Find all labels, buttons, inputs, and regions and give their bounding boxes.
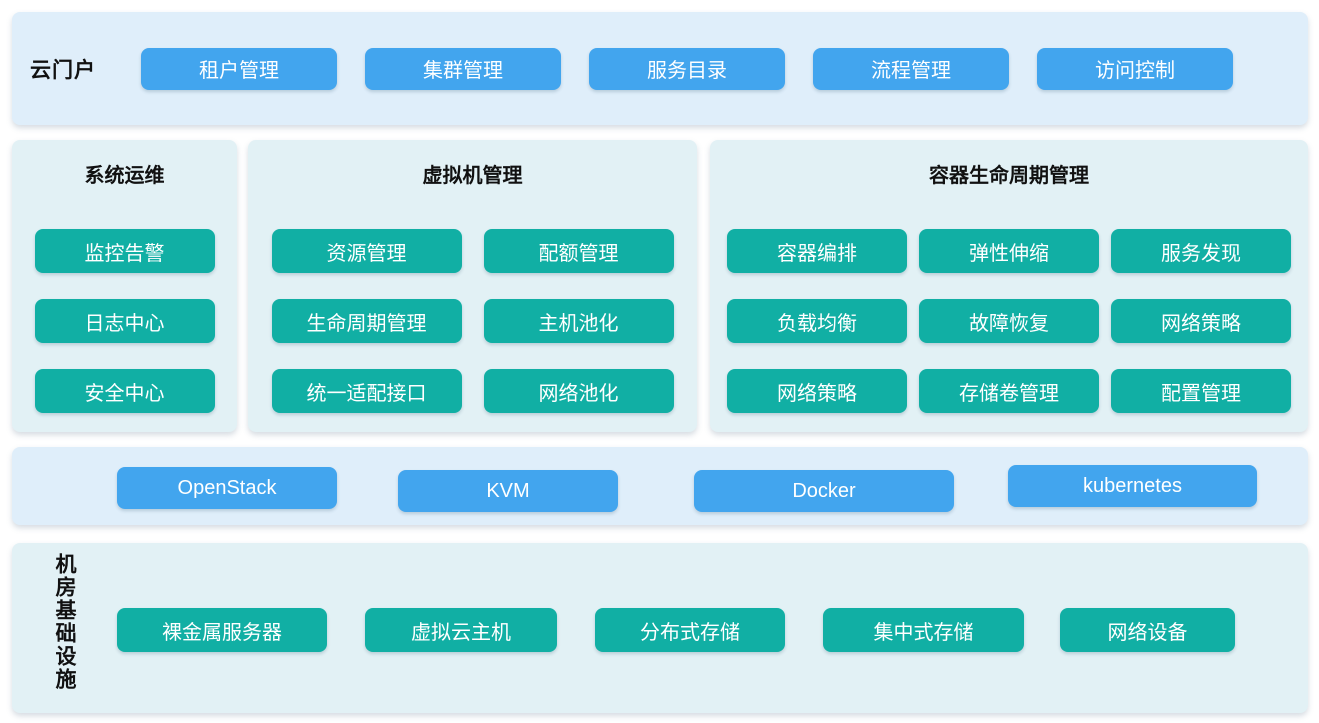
ctr-button-container-orchestration[interactable]: 容器编排: [727, 229, 907, 273]
cloud-portal-banner: 云门户 租户管理 集群管理 服务目录 流程管理 访问控制: [12, 12, 1308, 125]
portal-button-access-control[interactable]: 访问控制: [1037, 47, 1233, 90]
infrastructure-label: 机房基础设施: [53, 553, 76, 691]
ctr-button-network-policy-2[interactable]: 网络策略: [727, 369, 907, 413]
panel-system-ops-buttons: 监控告警 日志中心 安全中心: [12, 229, 237, 413]
ctr-button-load-balancing[interactable]: 负载均衡: [727, 299, 907, 343]
ctr-button-config-mgmt[interactable]: 配置管理: [1111, 369, 1291, 413]
vm-button-host-pooling[interactable]: 主机池化: [483, 299, 674, 343]
panel-system-ops: 系统运维 监控告警 日志中心 安全中心: [12, 140, 237, 432]
ctr-button-elastic-scaling[interactable]: 弹性伸缩: [919, 229, 1099, 273]
infra-button-distributed-storage[interactable]: 分布式存储: [595, 608, 785, 652]
infra-button-virtual-cloud-host[interactable]: 虚拟云主机: [365, 608, 557, 652]
platform-button-openstack[interactable]: OpenStack: [117, 467, 337, 509]
infra-button-centralized-storage[interactable]: 集中式存储: [823, 608, 1024, 652]
infrastructure-banner: 机房基础设施 裸金属服务器 虚拟云主机 分布式存储 集中式存储 网络设备: [12, 543, 1308, 713]
cloud-portal-label: 云门户: [30, 58, 96, 82]
sysops-button-security-center[interactable]: 安全中心: [34, 369, 215, 413]
panel-vm-mgmt: 虚拟机管理 资源管理 配额管理 生命周期管理 主机池化 统一适配接口 网络池化: [248, 140, 697, 432]
platform-button-kvm[interactable]: KVM: [398, 470, 618, 512]
platform-button-docker[interactable]: Docker: [694, 470, 954, 512]
portal-button-tenant-mgmt[interactable]: 租户管理: [141, 47, 337, 90]
ctr-button-service-discovery[interactable]: 服务发现: [1111, 229, 1291, 273]
ctr-button-storage-volume-mgmt[interactable]: 存储卷管理: [919, 369, 1099, 413]
portal-button-service-catalog[interactable]: 服务目录: [589, 47, 785, 90]
vm-button-resource-mgmt[interactable]: 资源管理: [271, 229, 462, 273]
panel-vm-mgmt-buttons: 资源管理 配额管理 生命周期管理 主机池化 统一适配接口 网络池化: [248, 229, 697, 413]
panel-vm-mgmt-title: 虚拟机管理: [422, 165, 523, 187]
sysops-button-monitoring-alerts[interactable]: 监控告警: [34, 229, 215, 273]
ctr-button-network-policy-1[interactable]: 网络策略: [1111, 299, 1291, 343]
vm-button-lifecycle-mgmt[interactable]: 生命周期管理: [271, 299, 462, 343]
ctr-button-fault-recovery[interactable]: 故障恢复: [919, 299, 1099, 343]
vm-button-quota-mgmt[interactable]: 配额管理: [483, 229, 674, 273]
panel-system-ops-title: 系统运维: [84, 165, 165, 187]
vm-button-network-pooling[interactable]: 网络池化: [483, 369, 674, 413]
panel-container-lifecycle-buttons: 容器编排 弹性伸缩 服务发现 负载均衡 故障恢复 网络策略 网络策略 存储卷管理…: [710, 229, 1308, 413]
infra-button-network-equipment[interactable]: 网络设备: [1060, 608, 1235, 652]
vm-button-unified-adapter-api[interactable]: 统一适配接口: [271, 369, 462, 413]
platform-layer-banner: OpenStack KVM Docker kubernetes: [12, 447, 1308, 525]
portal-button-cluster-mgmt[interactable]: 集群管理: [365, 47, 561, 90]
infra-button-bare-metal-server[interactable]: 裸金属服务器: [117, 608, 327, 652]
sysops-button-log-center[interactable]: 日志中心: [34, 299, 215, 343]
platform-button-kubernetes[interactable]: kubernetes: [1008, 465, 1257, 507]
panel-container-lifecycle: 容器生命周期管理 容器编排 弹性伸缩 服务发现 负载均衡 故障恢复 网络策略 网…: [710, 140, 1308, 432]
panel-container-lifecycle-title: 容器生命周期管理: [929, 165, 1089, 187]
portal-button-process-mgmt[interactable]: 流程管理: [813, 47, 1009, 90]
